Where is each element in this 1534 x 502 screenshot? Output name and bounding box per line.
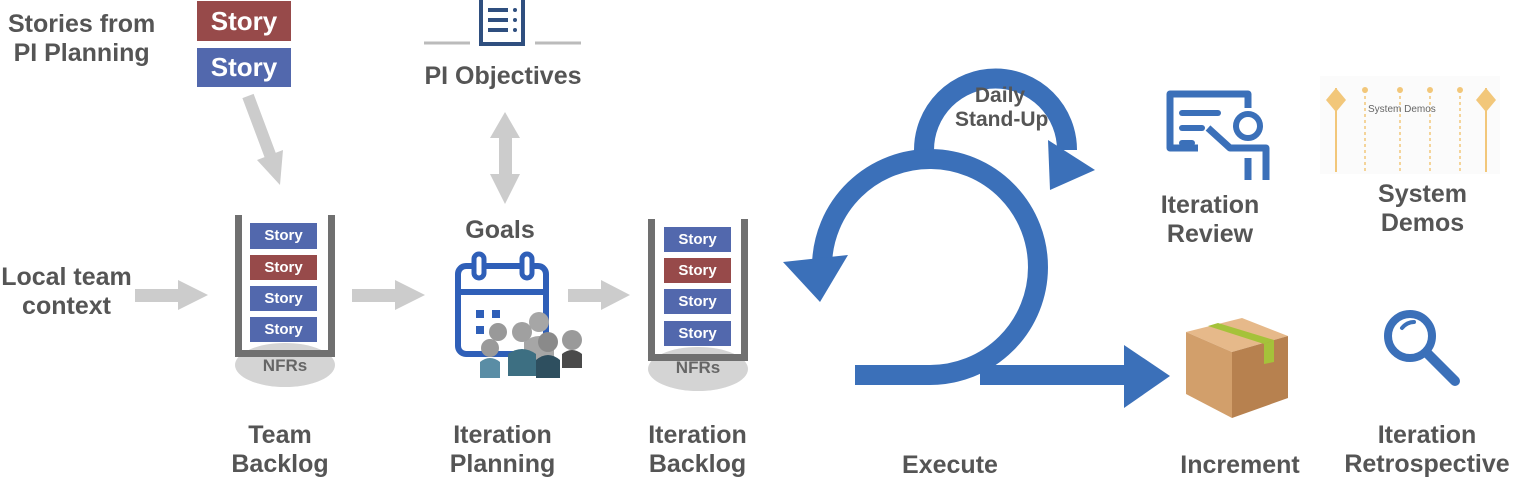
calendar-team-icon [455, 251, 582, 378]
system-demos-label-line1: System [1378, 180, 1467, 208]
stories-from-pi-planning-label: Stories from PI Planning [8, 10, 156, 67]
arrow-team-backlog-to-planning [352, 280, 425, 310]
team-backlog-label: Team Backlog [215, 421, 345, 479]
iteration-review-label: Iteration Review [1150, 191, 1270, 249]
package-box-icon [1186, 318, 1288, 418]
arrow-context-to-team-backlog [135, 280, 208, 310]
input-story-card: Story [197, 1, 291, 41]
iteration-retrospective-label-line2: Retrospective [1344, 449, 1510, 478]
iteration-backlog-story: Story [664, 321, 731, 346]
backlog-container-icon [648, 219, 748, 391]
standup-arrowhead [1048, 140, 1095, 190]
nfrs-label: NFRs [675, 358, 721, 377]
system-demos-label-line2: Demos [1380, 208, 1465, 237]
iteration-backlog-label: Iteration Backlog [630, 421, 765, 479]
nfrs-label: NFRs [262, 356, 308, 375]
iteration-backlog-story: Story [664, 289, 731, 314]
arrow-planning-to-iteration-backlog [568, 280, 630, 310]
team-people-icon [480, 312, 582, 378]
iteration-planning-label: Iteration Planning [430, 421, 575, 479]
local-team-context-label: Local team context [1, 263, 132, 320]
iteration-retrospective-label: Iteration Retrospective [1332, 421, 1522, 479]
daily-standup-line1: Daily [974, 84, 1026, 107]
input-story-card: Story [197, 48, 291, 87]
iteration-loop [812, 149, 1048, 385]
increment-label: Increment [1180, 451, 1300, 479]
team-backlog-story: Story [250, 255, 317, 280]
system-demos-timeline-icon: System Demos [1320, 76, 1500, 174]
iteration-planning-label-line1: Iteration [453, 421, 552, 449]
document-list-icon [479, 0, 525, 46]
team-backlog-label-line1: Team [248, 421, 312, 449]
magnifier-icon [1384, 310, 1460, 386]
arrow-stories-to-team-backlog [242, 93, 283, 185]
daily-standup-label: Daily Stand-Up [955, 84, 1049, 132]
backlog-container-icon [235, 215, 335, 387]
iteration-planning-label-line2: Planning [449, 449, 556, 478]
team-backlog-story: Story [250, 223, 317, 249]
pi-objectives-label: PI Objectives [424, 62, 582, 90]
execute-label: Execute [902, 451, 998, 479]
team-backlog-story: Story [250, 317, 317, 342]
increment-arrowhead [1124, 345, 1170, 408]
goals-label: Goals [465, 216, 535, 244]
iteration-review-label-line2: Review [1166, 219, 1254, 248]
system-demos-label: System Demos [1360, 180, 1485, 238]
arrow-objectives-goals [490, 112, 520, 204]
team-backlog-label-line2: Backlog [231, 449, 329, 478]
presenter-icon [1166, 90, 1270, 180]
daily-standup-line2: Stand-Up [955, 108, 1049, 132]
system-demos-inner-label: System Demos [1368, 104, 1436, 115]
iteration-backlog-story: Story [664, 258, 731, 283]
daily-standup-loop [914, 68, 1077, 151]
iteration-backlog-label-line2: Backlog [648, 449, 747, 478]
iteration-review-label-line1: Iteration [1160, 191, 1260, 219]
iteration-backlog-label-line1: Iteration [648, 421, 747, 449]
loop-arrowhead [783, 255, 848, 302]
iteration-retrospective-label-line1: Iteration [1377, 421, 1477, 449]
iteration-backlog-story: Story [664, 227, 731, 252]
team-backlog-story: Story [250, 286, 317, 311]
